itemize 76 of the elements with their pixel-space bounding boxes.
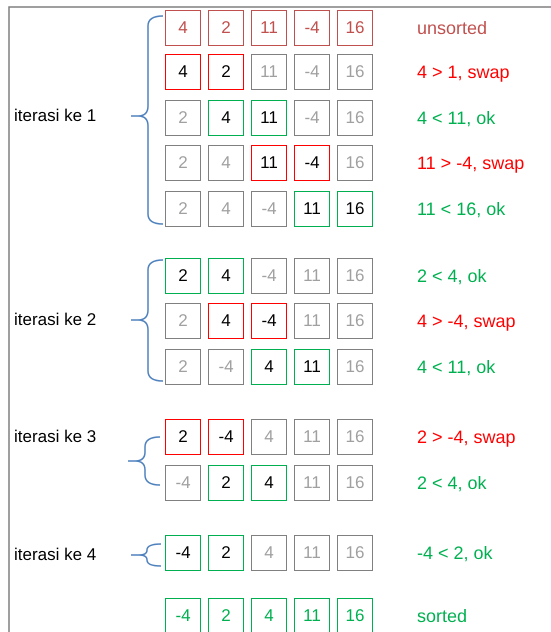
- array-cell: 16: [337, 349, 373, 385]
- array-cell: 4: [208, 191, 244, 227]
- array-cell: 11: [294, 303, 330, 339]
- array-cell: 16: [337, 191, 373, 227]
- array-cell: -4: [208, 419, 244, 455]
- array-cell: 11: [251, 100, 287, 136]
- step-note: 2 > -4, swap: [417, 426, 516, 448]
- array-cell: 11: [294, 465, 330, 501]
- array-cell: 11: [294, 191, 330, 227]
- iteration-label: iterasi ke 2: [14, 309, 96, 331]
- array-cell: 2: [165, 100, 201, 136]
- step-note: 4 > -4, swap: [417, 310, 516, 332]
- array-cell: 11: [251, 54, 287, 90]
- step-note: 4 > 1, swap: [417, 61, 510, 83]
- array-cell: 16: [337, 303, 373, 339]
- array-cell: 16: [337, 54, 373, 90]
- array-cell: 4: [208, 258, 244, 294]
- array-cell: 2: [208, 598, 244, 632]
- array-cell: 16: [337, 258, 373, 294]
- array-cell: -4: [208, 349, 244, 385]
- array-cell: 4: [165, 10, 201, 46]
- array-cell: 4: [208, 100, 244, 136]
- array-cell: 11: [294, 598, 330, 632]
- array-cell: 4: [251, 535, 287, 571]
- array-cell: -4: [294, 100, 330, 136]
- array-cell: 4: [251, 465, 287, 501]
- array-cell: 4: [208, 303, 244, 339]
- step-note: 11 < 16, ok: [417, 198, 506, 220]
- array-cell: 2: [208, 465, 244, 501]
- array-cell: 2: [165, 191, 201, 227]
- array-cell: 16: [337, 535, 373, 571]
- step-note: 2 < 4, ok: [417, 265, 487, 287]
- step-note: unsorted: [417, 17, 488, 39]
- iteration-label: iterasi ke 4: [14, 544, 96, 566]
- array-cell: 2: [165, 145, 201, 181]
- step-note: sorted: [417, 605, 468, 627]
- array-cell: 4: [251, 419, 287, 455]
- step-note: 4 < 11, ok: [417, 356, 496, 378]
- array-cell: -4: [165, 535, 201, 571]
- array-cell: 11: [251, 145, 287, 181]
- array-cell: 11: [251, 10, 287, 46]
- array-cell: 2: [208, 10, 244, 46]
- array-cell: 2: [165, 419, 201, 455]
- array-cell: -4: [251, 191, 287, 227]
- array-cell: 2: [208, 535, 244, 571]
- array-cell: -4: [251, 258, 287, 294]
- array-cell: 4: [208, 145, 244, 181]
- step-note: 11 > -4, swap: [417, 152, 524, 174]
- array-cell: 11: [294, 535, 330, 571]
- array-cell: 2: [165, 258, 201, 294]
- array-cell: 4: [165, 54, 201, 90]
- array-cell: 16: [337, 145, 373, 181]
- array-cell: -4: [165, 598, 201, 632]
- step-note: 4 < 11, ok: [417, 107, 496, 129]
- array-cell: -4: [294, 10, 330, 46]
- array-cell: 11: [294, 258, 330, 294]
- array-cell: 2: [165, 303, 201, 339]
- array-cell: -4: [294, 145, 330, 181]
- array-cell: -4: [165, 465, 201, 501]
- array-cell: 16: [337, 465, 373, 501]
- array-cell: 16: [337, 598, 373, 632]
- array-cell: 16: [337, 10, 373, 46]
- iteration-label: iterasi ke 1: [14, 105, 96, 127]
- array-cell: 4: [251, 598, 287, 632]
- array-cell: -4: [294, 54, 330, 90]
- array-cell: 2: [208, 54, 244, 90]
- array-cell: 11: [294, 349, 330, 385]
- array-cell: -4: [251, 303, 287, 339]
- array-cell: 11: [294, 419, 330, 455]
- step-note: -4 < 2, ok: [417, 542, 493, 564]
- iteration-label: iterasi ke 3: [14, 426, 96, 448]
- array-cell: 2: [165, 349, 201, 385]
- array-cell: 4: [251, 349, 287, 385]
- array-cell: 16: [337, 100, 373, 136]
- step-note: 2 < 4, ok: [417, 472, 487, 494]
- array-cell: 16: [337, 419, 373, 455]
